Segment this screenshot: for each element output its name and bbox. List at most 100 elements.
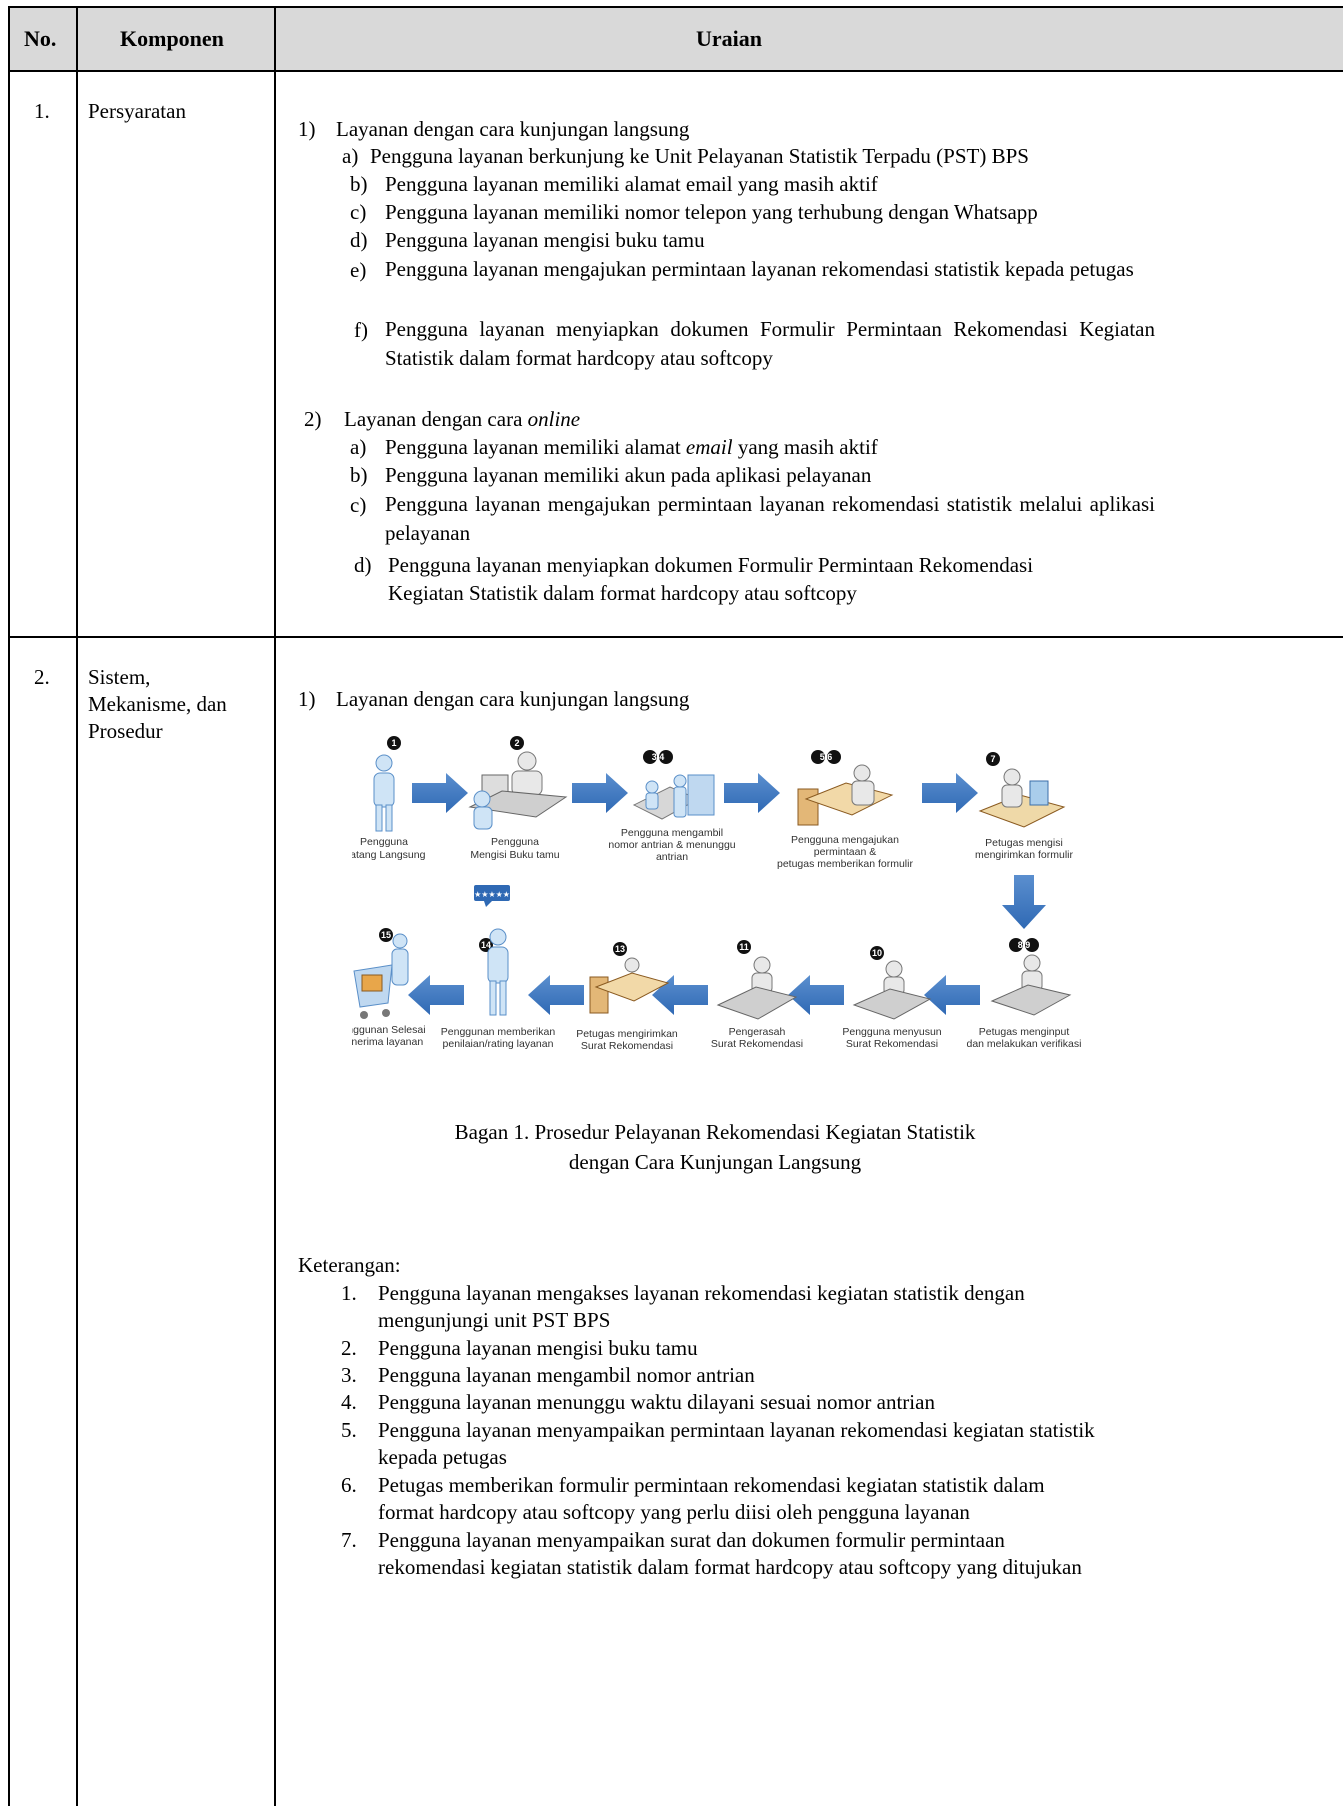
svg-text:Penggunan memberikan: Penggunan memberikan	[441, 1026, 556, 1038]
item-mark: c)	[350, 200, 367, 224]
list-item: rekomendasi kegiatan statistik dalam for…	[378, 1555, 1082, 1579]
svg-text:3 4: 3 4	[652, 752, 665, 762]
column-divider-komponen	[274, 6, 276, 1806]
section-number: 1)	[298, 687, 316, 711]
svg-text:Pengguna mengajukan: Pengguna mengajukan	[791, 834, 899, 846]
item-mark: d)	[354, 553, 372, 577]
svg-text:permintaan &: permintaan &	[814, 846, 876, 858]
row-divider	[8, 636, 1343, 638]
step-11-approval-icon: 11	[716, 940, 798, 1020]
list-item: Pengguna layanan menyampaikan permintaan…	[378, 1418, 1095, 1442]
item-text: Pengguna layanan memiliki alamat email y…	[385, 435, 878, 459]
table-border-top	[8, 6, 1343, 8]
list-item: Pengguna layanan mengisi buku tamu	[378, 1336, 698, 1360]
item-mark: f)	[354, 318, 368, 342]
flow-arrow-icon	[724, 773, 780, 813]
svg-text:Pengguna mengambil: Pengguna mengambil	[621, 827, 723, 839]
step-10-draft-letter-icon: 10	[852, 946, 932, 1020]
svg-text:Petugas mengisi: Petugas mengisi	[985, 837, 1063, 849]
svg-text:11: 11	[739, 942, 749, 952]
list-item: format hardcopy atau softcopy yang perlu…	[378, 1500, 970, 1524]
item-text: Pengguna layanan menyiapkan dokumen Form…	[388, 553, 1034, 577]
item-text: Pengguna layanan berkunjung ke Unit Pela…	[370, 144, 1029, 168]
diagram-caption: Bagan 1. Prosedur Pelayanan Rekomendasi …	[454, 1120, 976, 1174]
requirements-table: No. Komponen Uraian 1. Persyaratan 1) La…	[8, 6, 1343, 1806]
list-item-number: 2.	[341, 1336, 357, 1360]
list-item-number: 3.	[341, 1363, 357, 1387]
step-7-officer-icon: 7	[978, 752, 1066, 828]
svg-text:15: 15	[381, 930, 391, 940]
svg-text:petugas memberikan formulir: petugas memberikan formulir	[777, 858, 913, 870]
svg-text:★★★★★: ★★★★★	[474, 890, 510, 899]
svg-text:Pengguna menyusun: Pengguna menyusun	[842, 1026, 941, 1038]
row-1-component: Persyaratan	[88, 99, 186, 123]
list-item: Pengguna layanan menyampaikan surat dan …	[378, 1528, 1005, 1552]
svg-text:7: 7	[990, 754, 995, 764]
item-mark: e)	[350, 258, 367, 282]
svg-text:nomor antrian & menunggu: nomor antrian & menunggu	[608, 839, 735, 851]
svg-text:Datang Langsung: Datang Langsung	[352, 849, 426, 861]
flow-arrow-icon	[922, 773, 978, 813]
item-mark: c)	[350, 493, 367, 517]
section-title: Layanan dengan cara kunjungan langsung	[336, 117, 690, 141]
item-text: Pengguna layanan menyiapkan dokumen Form…	[385, 317, 1155, 370]
keterangan-title: Keterangan:	[298, 1253, 401, 1277]
section-number: 2)	[304, 407, 322, 431]
list-item-number: 4.	[341, 1390, 357, 1414]
item-mark: a)	[350, 435, 367, 459]
svg-text:Surat Rekomendasi: Surat Rekomendasi	[581, 1040, 673, 1052]
flow-arrow-icon	[788, 975, 844, 1015]
flow-arrow-icon	[408, 975, 464, 1015]
list-item: Pengguna layanan mengakses layanan rekom…	[378, 1281, 1025, 1305]
flow-arrow-icon	[412, 773, 468, 813]
item-text: Pengguna layanan mengajukan permintaan l…	[385, 257, 1134, 281]
svg-text:5 6: 5 6	[820, 752, 833, 762]
header-divider	[8, 70, 1343, 72]
step-2-guestbook-icon: 2	[468, 736, 568, 830]
header-komponen: Komponen	[120, 26, 224, 51]
list-item-number: 5.	[341, 1418, 357, 1442]
header-uraian: Uraian	[696, 26, 762, 51]
item-text: Pengguna layanan memiliki alamat email y…	[385, 172, 878, 196]
svg-text:Pengguna: Pengguna	[491, 836, 539, 848]
svg-text:Surat Rekomendasi: Surat Rekomendasi	[711, 1038, 803, 1050]
item-mark: b)	[350, 463, 368, 487]
header-no: No.	[24, 26, 57, 51]
list-item: Petugas memberikan formulir permintaan r…	[378, 1473, 1045, 1497]
row-2-number: 2.	[34, 665, 50, 689]
item-text: Pengguna layanan mengisi buku tamu	[385, 228, 705, 252]
table-border-left	[8, 6, 10, 1806]
svg-text:14: 14	[481, 940, 491, 950]
list-item: Pengguna layanan mengambil nomor antrian	[378, 1363, 755, 1387]
svg-text:dan melakukan verifikasi: dan melakukan verifikasi	[967, 1038, 1082, 1050]
item-text: Pengguna layanan memiliki nomor telepon …	[385, 200, 1038, 224]
svg-text:menerima layanan: menerima layanan	[352, 1036, 423, 1048]
step-13-send-letter-icon: 13	[589, 942, 670, 1014]
section-title: Layanan dengan cara kunjungan langsung	[336, 687, 690, 711]
section-number: 1)	[298, 117, 316, 141]
row-1-number: 1.	[34, 99, 50, 123]
item-text: Pengguna layanan mengajukan permintaan l…	[385, 492, 1155, 545]
procedure-flow-diagram: 1 Pengguna Datang Langsung 2 Pengguna Me…	[352, 736, 1082, 1052]
list-item-number: 1.	[341, 1281, 357, 1305]
step-3-4-queue-icon: 3 4	[632, 750, 715, 820]
svg-text:Pengerasah: Pengerasah	[729, 1026, 786, 1038]
list-item: Pengguna layanan menunggu waktu dilayani…	[378, 1390, 935, 1414]
flow-arrow-icon	[924, 975, 980, 1015]
svg-text:13: 13	[615, 944, 625, 954]
section-title: Layanan dengan cara online	[344, 407, 581, 431]
flow-arrow-icon	[528, 975, 584, 1015]
svg-text:10: 10	[872, 948, 882, 958]
step-15-shopping-cart-icon: 15	[353, 928, 409, 1019]
svg-text:antrian: antrian	[656, 851, 688, 863]
item-mark: d)	[350, 228, 368, 252]
list-item: mengunjungi unit PST BPS	[378, 1308, 611, 1332]
svg-text:penilaian/rating layanan: penilaian/rating layanan	[443, 1038, 554, 1050]
svg-text:Petugas mengirimkan: Petugas mengirimkan	[576, 1028, 678, 1040]
list-item: kepada petugas	[378, 1445, 507, 1469]
list-item-number: 7.	[341, 1528, 357, 1552]
step-5-6-request-icon: 5 6	[797, 750, 894, 826]
item-text: Pengguna layanan memiliki akun pada apli…	[385, 463, 872, 487]
svg-text:Pengguna: Pengguna	[360, 836, 408, 848]
step-14-rating-icon: ★★★★★ 14	[474, 885, 510, 1016]
